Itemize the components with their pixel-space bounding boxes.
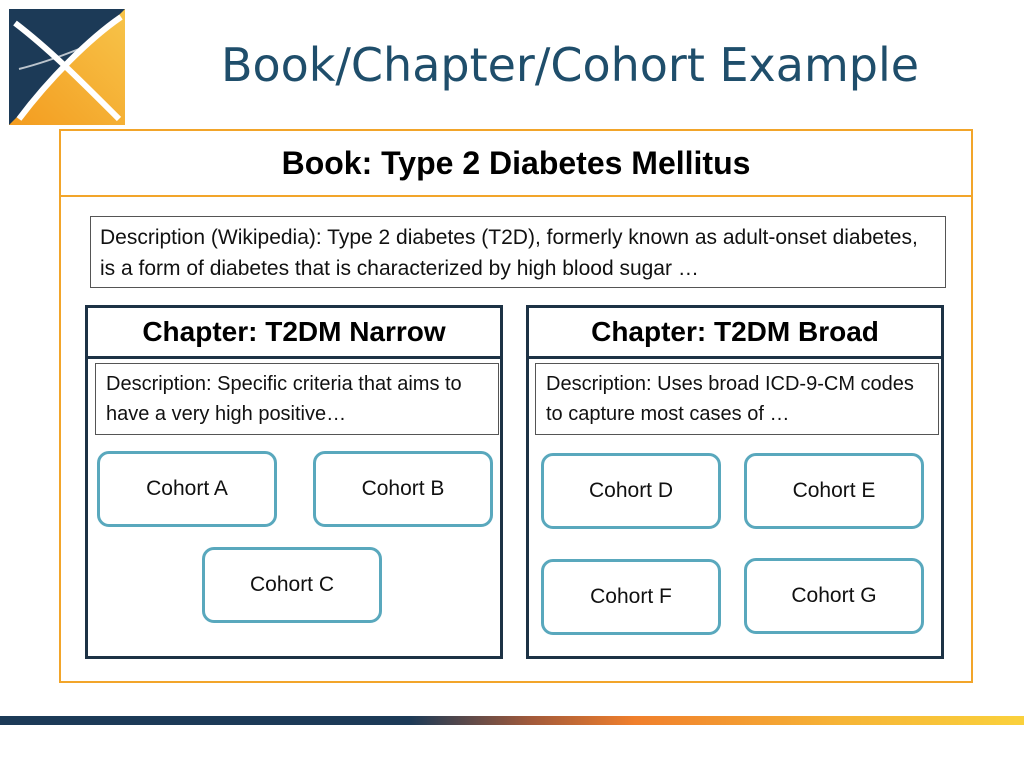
cohort-d: Cohort D [541,453,721,529]
chapter-description: Description: Specific criteria that aims… [95,363,499,435]
chapter-header: Chapter: T2DM Broad [529,308,941,359]
chapter-broad: Chapter: T2DM Broad Description: Uses br… [526,305,944,659]
footer-gradient-bar [0,716,1024,725]
book-container: Book: Type 2 Diabetes Mellitus Descripti… [59,129,973,683]
chapter-narrow: Chapter: T2DM Narrow Description: Specif… [85,305,503,659]
cohort-a: Cohort A [97,451,277,527]
cohort-c: Cohort C [202,547,382,623]
book-header: Book: Type 2 Diabetes Mellitus [61,131,971,197]
slide-title: Book/Chapter/Cohort Example [220,38,920,92]
cohort-f: Cohort F [541,559,721,635]
chapter-description: Description: Uses broad ICD-9-CM codes t… [535,363,939,435]
book-description: Description (Wikipedia): Type 2 diabetes… [90,216,946,288]
cohort-e: Cohort E [744,453,924,529]
cohort-g: Cohort G [744,558,924,634]
cohort-b: Cohort B [313,451,493,527]
ohdsi-logo [9,9,125,125]
chapter-header: Chapter: T2DM Narrow [88,308,500,359]
